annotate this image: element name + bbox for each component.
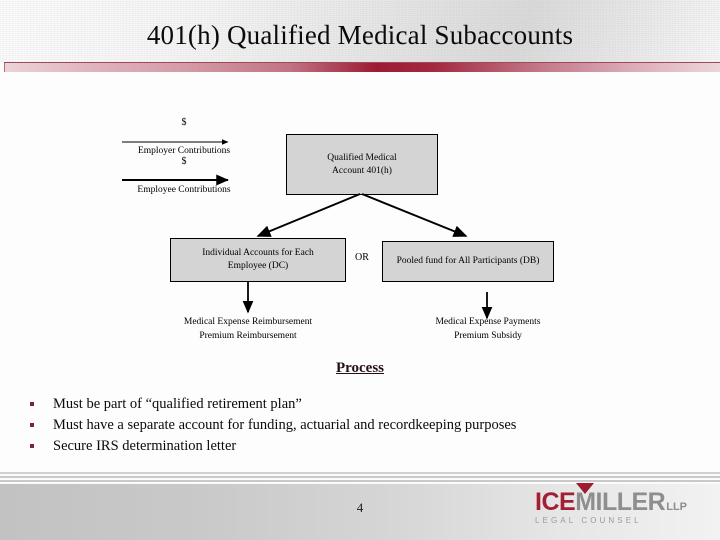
bullet-text: Secure IRS determination letter: [53, 438, 237, 454]
list-item: Must have a separate account for funding…: [0, 415, 700, 436]
employer-contributions-label: Employer Contributions: [137, 146, 231, 156]
logo-wordmark: ICE MILLER LLP: [535, 483, 710, 516]
dollar-sign-employee: $: [181, 156, 187, 167]
or-separator-label: OR: [355, 252, 369, 263]
header-rule-thin: [4, 62, 720, 63]
footer-highlight-3: [0, 482, 720, 484]
page-number: 4: [356, 500, 364, 515]
employee-contributions-label: Employee Contributions: [137, 185, 231, 195]
bullet-text: Must have a separate account for funding…: [53, 417, 517, 433]
page-title: 401(h) Qualified Medical Subaccounts: [146, 20, 574, 50]
outcome-right-line-1: Medical Expense Payments: [435, 317, 541, 327]
list-item: Must be part of “qualified retirement pl…: [0, 394, 700, 415]
outcome-right-line-2: Premium Subsidy: [454, 330, 522, 341]
footer-line-2: [0, 476, 720, 478]
logo-llp-text: LLP: [666, 501, 688, 513]
bullet-icon: [30, 402, 34, 406]
bullet-icon: [30, 423, 34, 427]
footer-line-1: [0, 472, 720, 474]
triangle-icon: [576, 483, 594, 494]
qualified-medical-account-box: Qualified Medical Account 401(h): [286, 134, 438, 195]
process-bullet-list: Must be part of “qualified retirement pl…: [0, 394, 700, 457]
split-arrow-right: [361, 193, 468, 237]
logo-ice-text: ICE: [535, 488, 576, 516]
dc-box-line-1: Individual Accounts for Each: [202, 248, 314, 259]
dollar-sign-employer: $: [181, 117, 187, 128]
list-item: Secure IRS determination letter: [0, 436, 700, 457]
footer-highlight-1: [0, 474, 720, 476]
header-texture: [0, 0, 720, 62]
header-accent-bar-cap: [4, 63, 5, 72]
qualified-account-line-2: Account 401(h): [332, 165, 392, 176]
process-heading: Process: [335, 360, 385, 376]
header-accent-bar: [4, 63, 720, 72]
pooled-fund-db-box: Pooled fund for All Participants (DB): [382, 241, 554, 282]
split-arrow-left: [256, 193, 361, 237]
logo-tagline: LEGAL COUNSEL: [535, 516, 642, 525]
outcome-left-line-2: Premium Reimbursement: [199, 330, 297, 341]
footer-highlight-2: [0, 478, 720, 480]
ice-miller-logo: ICE MILLER LLP LEGAL COUNSEL: [535, 483, 710, 529]
bullet-icon: [30, 444, 34, 448]
footer-line-3: [0, 480, 720, 482]
outcome-left-label: Medical Expense Reimbursement Premium Re…: [160, 316, 336, 344]
outcome-right-label: Medical Expense Payments Premium Subsidy: [400, 316, 576, 344]
individual-accounts-dc-box: Individual Accounts for Each Employee (D…: [170, 238, 346, 282]
dc-box-line-2: Employee (DC): [227, 261, 289, 271]
qualified-account-line-1: Qualified Medical: [327, 152, 397, 163]
bullet-text: Must be part of “qualified retirement pl…: [53, 396, 302, 412]
header-background: [0, 0, 720, 62]
db-box-text: Pooled fund for All Participants (DB): [396, 256, 540, 267]
outcome-left-line-1: Medical Expense Reimbursement: [183, 317, 313, 327]
